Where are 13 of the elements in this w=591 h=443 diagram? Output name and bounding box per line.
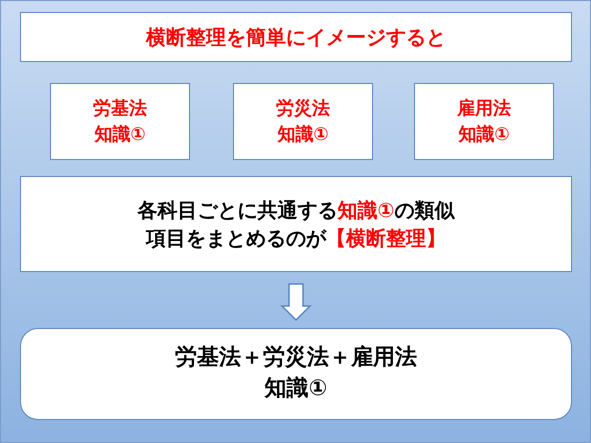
box-text: 労基法＋労災法＋雇用法知識① [174,344,418,403]
box-text: 横断整理を簡単にイメージすると [146,24,446,51]
box-text: 労災法知識① [274,97,331,146]
block-arrow [280,283,312,322]
box-text: 労基法知識① [92,97,148,146]
law-box [414,83,554,160]
law-box [50,83,190,160]
result-box [20,328,572,420]
box-text: 各科目ごとに共通する知識①の類似項目をまとめるのが【横断整理】 [136,197,456,252]
box-text: 雇用法知識① [456,97,512,146]
law-box [233,83,373,160]
title-box [20,12,572,62]
explanation-box [20,176,572,272]
